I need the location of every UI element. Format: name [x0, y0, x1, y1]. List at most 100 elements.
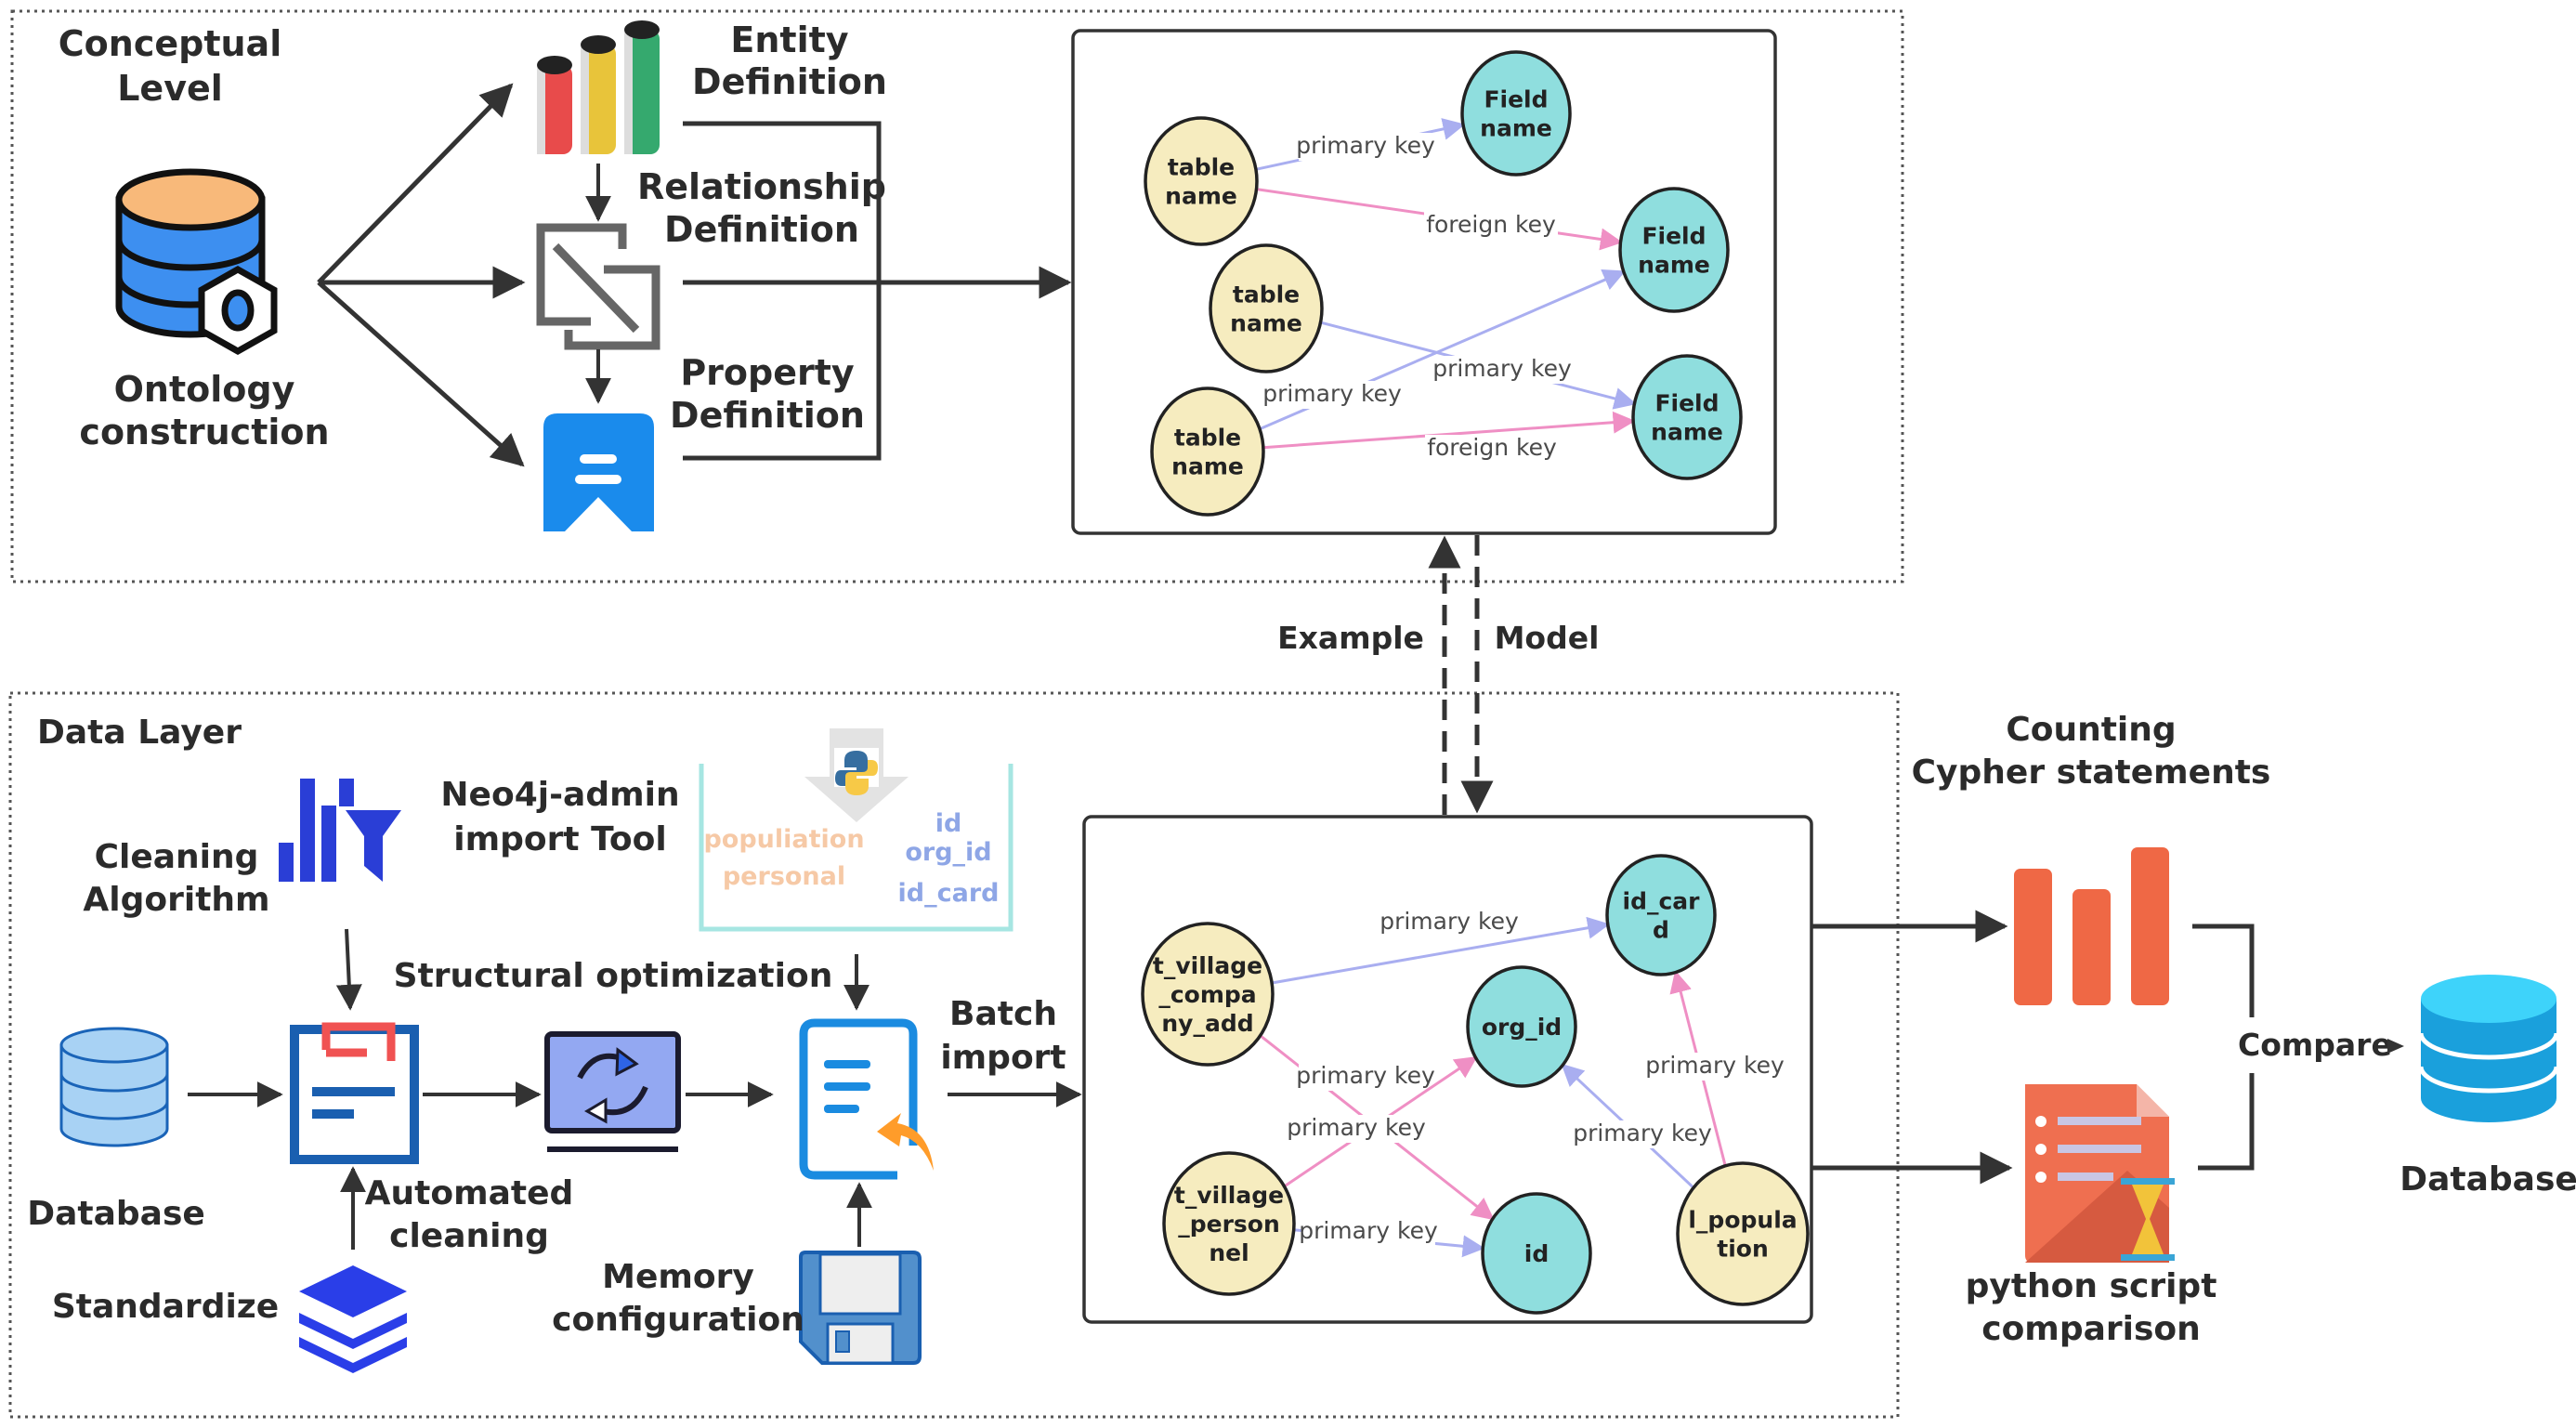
counting-bar-chart-icon — [2014, 847, 2169, 1005]
database-gear-icon — [115, 168, 278, 356]
entity-definition-label: Entity — [730, 20, 848, 60]
edge-label: foreign key — [1427, 434, 1557, 461]
counting-label-2: Cypher statements — [1912, 753, 2271, 792]
hourglass-icon — [2121, 1178, 2175, 1261]
edge-label: primary key — [1296, 1062, 1435, 1089]
python-box-left-word-1: populiation — [703, 825, 864, 854]
node-shape — [1605, 854, 1717, 976]
edge-label: primary key — [1299, 1217, 1438, 1244]
edge-label: primary key — [1296, 132, 1435, 159]
edge-label: primary key — [1262, 380, 1402, 407]
structural-optimization-label: Structural optimization — [394, 957, 833, 995]
python-mapping-box: populiation personal id org_id id_card — [699, 728, 1013, 932]
node-label: l_popula — [1688, 1207, 1797, 1234]
cleaning-algorithm-label-2: Algorithm — [83, 881, 269, 919]
nodes: t_village_company_addt_village_personnel… — [1141, 854, 1810, 1315]
python-script-comparison-label: python script — [1966, 1267, 2217, 1305]
field-node-orgid[interactable]: org_id — [1466, 965, 1577, 1088]
property-definition-label-2: Definition — [670, 395, 865, 436]
counting-label: Counting — [2006, 711, 2176, 749]
batch-import-label-2: import — [940, 1039, 1066, 1077]
example-model-link — [1428, 535, 1494, 815]
node-label: name — [1165, 183, 1237, 210]
conceptual-level-title: Conceptual — [59, 23, 281, 64]
node-label: t_village — [1153, 952, 1262, 979]
field-node-idcard[interactable]: id_card — [1605, 854, 1717, 976]
automated-cleaning-icon — [290, 1022, 419, 1164]
node-shape — [1466, 965, 1577, 1088]
edge-label-bg — [1424, 212, 1558, 240]
python-box-right-word-2: org_id — [905, 838, 991, 867]
fan-arrows — [317, 83, 526, 467]
memory-floppy-disk-icon — [799, 1251, 922, 1365]
edges: primary key primary key primary key primary… — [1259, 908, 1785, 1258]
property-bookmark-icon — [543, 413, 654, 531]
memory-configuration-label-2: configuration — [552, 1301, 804, 1339]
relationship-icon — [536, 223, 660, 350]
node-shape — [1618, 187, 1730, 313]
node-shape — [1141, 922, 1275, 1067]
python-script-document-icon — [2025, 1084, 2175, 1263]
python-box-right-word-3: id_card — [898, 879, 1000, 908]
neo4j-admin-label-2: import Tool — [453, 820, 666, 858]
node-label: Field — [1484, 86, 1548, 113]
relationship-definition-label-2: Definition — [664, 209, 859, 250]
batch-import-document-icon — [799, 1018, 934, 1180]
python-box-left-word-2: personal — [723, 862, 845, 891]
arrow-cleaning-to-automated — [335, 928, 362, 1011]
node-label: name — [1638, 252, 1710, 279]
edge-label-bg — [1301, 1218, 1435, 1246]
edge-label-bg — [1289, 1115, 1423, 1143]
node-shape — [1144, 116, 1259, 246]
field-node-id[interactable]: id — [1481, 1192, 1592, 1315]
node-shape — [1209, 243, 1324, 373]
compare-bracket-connector — [2192, 924, 2255, 1171]
node-label: tion — [1717, 1236, 1769, 1263]
node-shape — [1460, 50, 1572, 177]
batch-import-label: Batch — [949, 995, 1057, 1033]
conceptual-level-section — [10, 9, 1904, 583]
edge-t3-f3 — [1262, 411, 1636, 450]
database-label: Database — [27, 1195, 205, 1233]
node-label: Field — [1641, 223, 1706, 250]
node-label: id_car — [1623, 888, 1701, 915]
compare-arrow-icon — [2387, 1039, 2404, 1054]
node-shape — [1162, 1151, 1296, 1296]
automated-cleaning-label-2: cleaning — [389, 1217, 549, 1255]
python-script-comparison-label-2: comparison — [1981, 1310, 2201, 1348]
node-label: d — [1653, 917, 1669, 944]
definition-bracket-connector — [683, 121, 1072, 461]
edge-label: primary key — [1645, 1052, 1785, 1079]
edge-label: foreign key — [1426, 211, 1556, 238]
node-label: _compa — [1158, 981, 1256, 1008]
edge-label-bg — [1299, 1063, 1432, 1091]
cleaning-algorithm-label: Cleaning — [95, 838, 259, 876]
node-shape — [1631, 354, 1743, 480]
nodes: tablenametablenametablenameFieldnameFiel… — [1144, 50, 1743, 517]
compare-label: Compare — [2238, 1027, 2392, 1063]
node-label: nel — [1209, 1239, 1249, 1266]
node-shape — [1150, 386, 1265, 517]
edge-label-bg — [1435, 356, 1569, 384]
ontology-label-2: construction — [79, 412, 329, 452]
node-label: name — [1171, 453, 1244, 480]
node-label: name — [1480, 115, 1552, 142]
node-label: _person — [1178, 1211, 1280, 1238]
ontology-label: Ontology — [114, 369, 295, 410]
edge-label-bg — [1382, 909, 1516, 937]
structural-refresh-icon — [544, 1031, 681, 1152]
edge-label: primary key — [1380, 908, 1519, 935]
database-result-icon — [2418, 975, 2559, 1122]
python-box-right-word-1: id — [935, 809, 962, 838]
relationship-definition-label: Relationship — [637, 166, 886, 207]
